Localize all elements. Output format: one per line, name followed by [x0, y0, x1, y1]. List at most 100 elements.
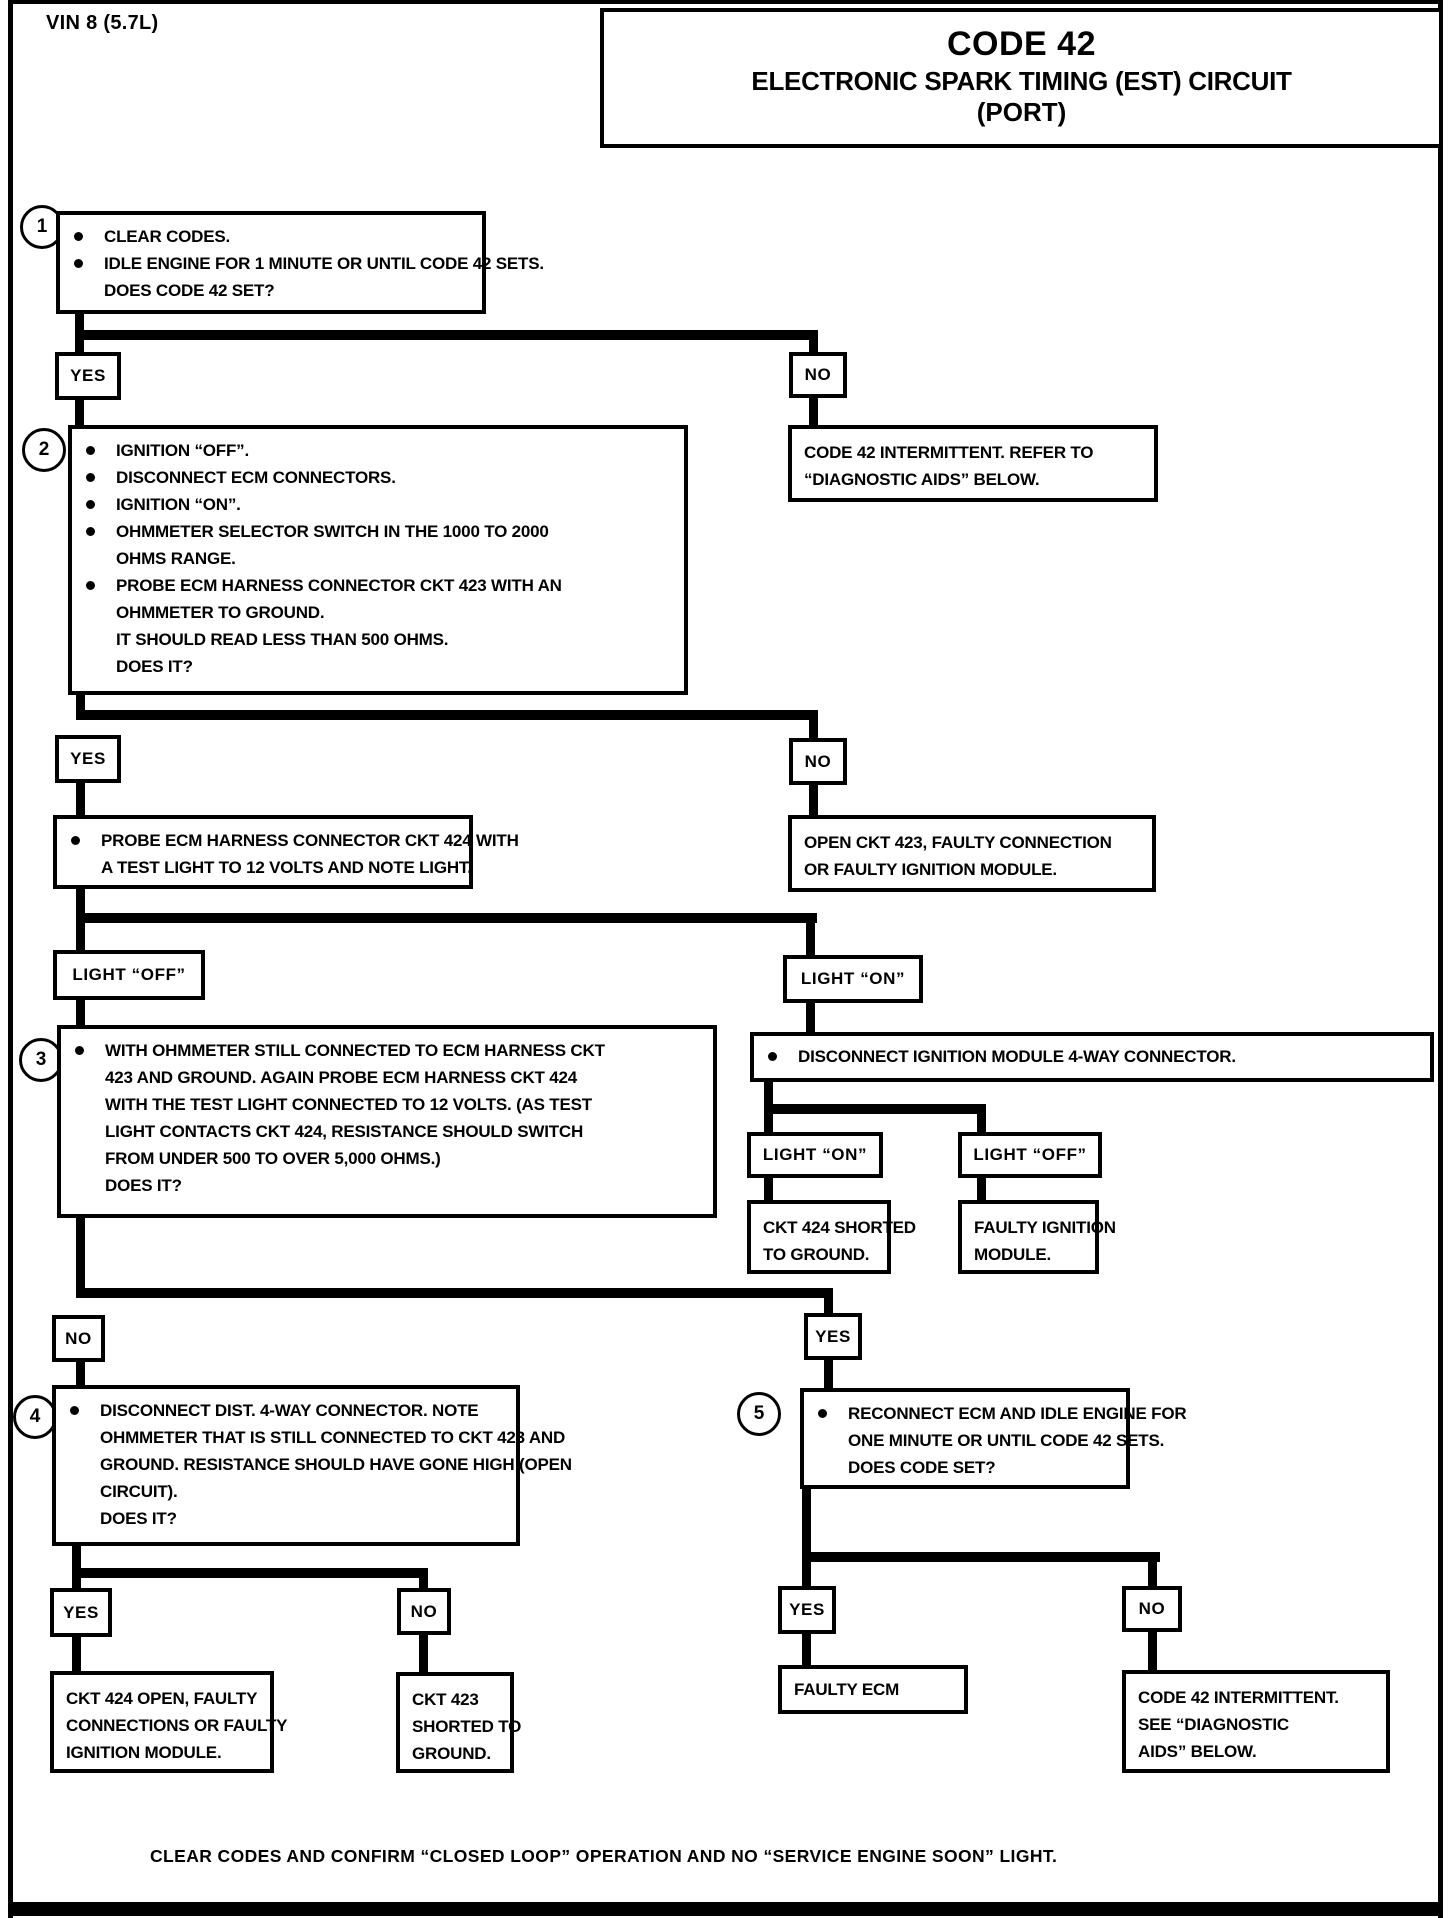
connector-line: [1148, 1632, 1157, 1670]
connector-line: [76, 695, 85, 720]
page-border-right: [1438, 0, 1443, 1918]
connector-line: [809, 785, 818, 815]
no-label-4: NO: [397, 1588, 451, 1635]
connector-line: [75, 330, 818, 340]
connector-line: [72, 1546, 81, 1579]
result-line: TO GROUND.: [763, 1245, 870, 1264]
footer-note: CLEAR CODES AND CONFIRM “CLOSED LOOP” OP…: [150, 1846, 1058, 1866]
page-subtitle-2: (PORT): [976, 97, 1067, 128]
no-label-5: NO: [1122, 1586, 1182, 1632]
step-4-line: OHMMETER THAT IS STILL CONNECTED TO CKT …: [100, 1428, 566, 1447]
connector-line: [75, 313, 84, 340]
step-3-box: WITH OHMMETER STILL CONNECTED TO ECM HAR…: [57, 1025, 717, 1218]
connector-line: [76, 889, 85, 920]
connector-line: [802, 1634, 811, 1665]
vin-label: VIN 8 (5.7L): [46, 12, 159, 34]
step-4-box: DISCONNECT DIST. 4-WAY CONNECTOR. NOTE O…: [52, 1385, 572, 1546]
result-ckt423-shorted-box: CKT 423 SHORTED TO GROUND.: [396, 1672, 522, 1773]
disconnect-ign-module-box: DISCONNECT IGNITION MODULE 4-WAY CONNECT…: [750, 1032, 1434, 1082]
connector-line: [824, 1360, 833, 1388]
connector-line: [76, 1362, 85, 1385]
connector-line: [76, 1000, 85, 1025]
probe-line: PROBE ECM HARNESS CONNECTOR CKT 424 WITH: [71, 827, 519, 854]
connector-line: [806, 923, 815, 955]
step-2-line: DISCONNECT ECM CONNECTORS.: [86, 464, 676, 491]
connector-line: [764, 1114, 773, 1132]
result-line: IGNITION MODULE.: [66, 1743, 222, 1762]
connector-line: [72, 1578, 81, 1588]
result-line: OPEN CKT 423, FAULTY CONNECTION: [804, 833, 1112, 852]
step-5-line: DOES CODE SET?: [848, 1458, 996, 1477]
connector-line: [75, 400, 84, 425]
result-line: SEE “DIAGNOSTIC: [1138, 1715, 1289, 1734]
page-border-top: [8, 0, 1443, 4]
step-1-box: CLEAR CODES. IDLE ENGINE FOR 1 MINUTE OR…: [56, 211, 544, 314]
light-off-label-1: LIGHT “OFF”: [53, 950, 205, 1000]
connector-line: [977, 1178, 986, 1200]
no-label-1: NO: [789, 352, 847, 398]
result-ckt424-open-box: CKT 424 OPEN, FAULTY CONNECTIONS OR FAUL…: [50, 1671, 287, 1773]
step-2-line: IGNITION “ON”.: [86, 491, 676, 518]
page-bottom-bar: [8, 1902, 1443, 1916]
connector-line: [824, 1298, 833, 1313]
result-line: GROUND.: [412, 1744, 491, 1763]
step-3-line: LIGHT CONTACTS CKT 424, RESISTANCE SHOUL…: [105, 1122, 584, 1141]
disconnect-ign-line: DISCONNECT IGNITION MODULE 4-WAY CONNECT…: [768, 1043, 1422, 1070]
connector-line: [419, 1635, 428, 1672]
step-2-line: OHMMETER TO GROUND.: [116, 603, 325, 622]
result-faulty-ecm-box: FAULTY ECM: [778, 1665, 968, 1714]
connector-line: [802, 1489, 811, 1562]
result-line: SHORTED TO: [412, 1717, 522, 1736]
result-line: CKT 424 OPEN, FAULTY: [66, 1689, 258, 1708]
result-line: AIDS” BELOW.: [1138, 1742, 1257, 1761]
title-box: CODE 42 ELECTRONIC SPARK TIMING (EST) CI…: [600, 8, 1443, 148]
step-1-line: CLEAR CODES.: [74, 223, 474, 250]
step-3-line: 423 AND GROUND. AGAIN PROBE ECM HARNESS …: [105, 1068, 578, 1087]
step-2-line: PROBE ECM HARNESS CONNECTOR CKT 423 WITH…: [86, 572, 676, 599]
step-4-line: DISCONNECT DIST. 4-WAY CONNECTOR. NOTE: [70, 1397, 508, 1424]
result-line: FAULTY IGNITION: [974, 1218, 1116, 1237]
step-2-badge: 2: [22, 428, 66, 472]
result-faulty-ign-box: FAULTY IGNITION MODULE.: [958, 1200, 1116, 1274]
light-off-label-2: LIGHT “OFF”: [958, 1132, 1102, 1178]
connector-line: [802, 1562, 811, 1586]
step-1-line: IDLE ENGINE FOR 1 MINUTE OR UNTIL CODE 4…: [74, 250, 544, 277]
yes-label-4: YES: [50, 1588, 112, 1637]
no-label-2: NO: [789, 738, 847, 785]
connector-line: [76, 710, 818, 720]
result-ckt424-shorted-box: CKT 424 SHORTED TO GROUND.: [747, 1200, 916, 1274]
step-3-line: FROM UNDER 500 TO OVER 5,000 OHMS.): [105, 1149, 441, 1168]
step-4-line: CIRCUIT).: [100, 1482, 178, 1501]
result-line: CKT 424 SHORTED: [763, 1218, 916, 1237]
step-2-box: IGNITION “OFF”. DISCONNECT ECM CONNECTOR…: [68, 425, 688, 695]
step-3-line: WITH OHMMETER STILL CONNECTED TO ECM HAR…: [75, 1037, 705, 1064]
step-2-line: IT SHOULD READ LESS THAN 500 OHMS.: [116, 630, 449, 649]
step-1-line: DOES CODE 42 SET?: [104, 281, 275, 300]
step-2-line: DOES IT?: [116, 657, 193, 676]
page-border-left: [8, 0, 13, 1918]
connector-line: [809, 398, 818, 425]
probe-line: A TEST LIGHT TO 12 VOLTS AND NOTE LIGHT.: [101, 858, 472, 877]
connector-line: [806, 1003, 815, 1032]
page-subtitle: ELECTRONIC SPARK TIMING (EST) CIRCUIT: [751, 65, 1292, 96]
step-5-number: 5: [753, 1403, 765, 1424]
connector-line: [75, 340, 84, 354]
step-3-line: WITH THE TEST LIGHT CONNECTED TO 12 VOLT…: [105, 1095, 592, 1114]
connector-line: [764, 1178, 773, 1200]
light-on-label-1: LIGHT “ON”: [783, 955, 923, 1003]
step-2-line: OHMS RANGE.: [116, 549, 236, 568]
result-open-ckt423-box: OPEN CKT 423, FAULTY CONNECTION OR FAULT…: [788, 815, 1156, 892]
connector-line: [76, 1288, 833, 1298]
connector-line: [977, 1114, 986, 1132]
connector-line: [809, 720, 818, 738]
connector-line: [809, 340, 818, 354]
step-5-line: RECONNECT ECM AND IDLE ENGINE FOR: [818, 1400, 1187, 1427]
yes-label-5: YES: [778, 1586, 836, 1634]
step-2-line: IGNITION “OFF”.: [86, 437, 676, 464]
step-5-badge: 5: [737, 1392, 781, 1436]
no-label-3: NO: [52, 1315, 105, 1362]
yes-label-1: YES: [55, 352, 121, 400]
result-line: MODULE.: [974, 1245, 1051, 1264]
result-line: OR FAULTY IGNITION MODULE.: [804, 860, 1057, 879]
